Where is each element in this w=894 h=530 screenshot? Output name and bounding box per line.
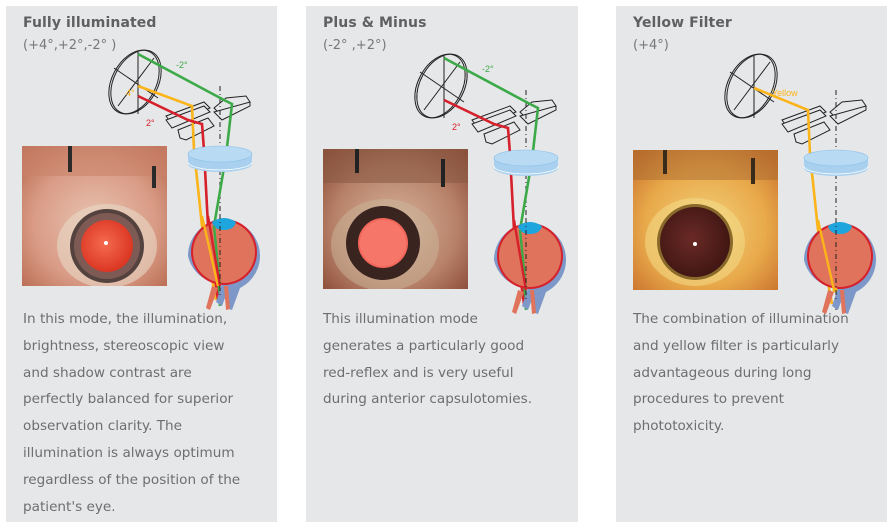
mode-angles: (-2° ,+2°) bbox=[323, 38, 387, 53]
prism-icon bbox=[471, 99, 557, 145]
mode-title: Plus & Minus bbox=[323, 15, 427, 31]
description-line: patient's eye. bbox=[23, 498, 116, 515]
eye-cross-section-icon bbox=[187, 218, 260, 310]
lens-icon bbox=[493, 149, 559, 176]
eye-photo bbox=[323, 149, 468, 289]
eye-photo bbox=[633, 150, 778, 290]
mode-angles: (+4°,+2°,-2° ) bbox=[23, 38, 117, 53]
description-line: and shadow contrast are bbox=[23, 364, 192, 381]
description-line: advantageous during long bbox=[633, 364, 812, 381]
description-line: generates a particularly good bbox=[323, 337, 525, 354]
description-line: In this mode, the illumination, bbox=[23, 311, 228, 327]
mode-card-plus-minus: Plus & Minus (-2° ,+2°) -2° 2° bbox=[306, 6, 578, 522]
label-yellow: 4° bbox=[126, 88, 135, 98]
description-line: red-reflex and is very useful bbox=[323, 364, 514, 381]
mode-description: In this mode, the illumination, brightne… bbox=[23, 306, 275, 520]
eye-cross-section-icon bbox=[493, 222, 566, 314]
description-line: observation clarity. The bbox=[23, 418, 183, 435]
label-red: 2° bbox=[146, 118, 155, 128]
description-line: phototoxicity. bbox=[633, 418, 725, 435]
mode-card-fully-illuminated: Fully illuminated (+4°,+2°,-2° ) bbox=[6, 6, 277, 522]
description-line: illumination is always optimum bbox=[23, 444, 235, 461]
mode-angles: (+4°) bbox=[633, 38, 669, 53]
description-line: procedures to prevent bbox=[633, 391, 784, 408]
prism-icon bbox=[165, 95, 251, 141]
mode-description: The combination of illumination and yell… bbox=[633, 306, 885, 440]
lens-icon bbox=[187, 145, 253, 172]
illumination-diagram: -2° 4° 2° bbox=[96, 46, 276, 310]
eye-photo bbox=[22, 146, 167, 286]
description-line: The combination of illumination bbox=[633, 311, 849, 327]
description-line: during anterior capsulotomies. bbox=[323, 391, 533, 408]
prism-icon bbox=[781, 99, 867, 145]
ray-red-eye bbox=[512, 219, 528, 291]
lens-icon bbox=[803, 149, 869, 176]
ray-yellow-eye bbox=[816, 219, 836, 291]
mode-description: This illumination mode generates a parti… bbox=[323, 306, 575, 413]
ray-red-eye bbox=[206, 215, 222, 287]
description-line: regardless of the position of the bbox=[23, 471, 241, 488]
illumination-diagram: Yellow bbox=[712, 50, 892, 314]
description-line: This illumination mode bbox=[323, 311, 478, 327]
illumination-diagram: -2° 2° bbox=[402, 50, 582, 314]
eye-cross-section-icon bbox=[803, 222, 876, 314]
label-red: 2° bbox=[452, 122, 461, 132]
label-yellow: Yellow bbox=[772, 88, 798, 98]
description-line: brightness, stereoscopic view bbox=[23, 337, 225, 354]
mode-title: Yellow Filter bbox=[633, 15, 732, 31]
mirror-disc-icon bbox=[414, 53, 468, 119]
description-line: and yellow filter is particularly bbox=[633, 337, 839, 354]
mirror-disc-icon bbox=[108, 49, 162, 115]
label-green: -2° bbox=[176, 60, 188, 70]
label-green: -2° bbox=[482, 64, 494, 74]
mirror-disc-icon bbox=[724, 53, 778, 119]
description-line: perfectly balanced for superior bbox=[23, 391, 234, 408]
mode-title: Fully illuminated bbox=[23, 15, 157, 31]
ray-yellow-eye bbox=[200, 215, 220, 287]
mode-card-yellow-filter: Yellow Filter (+4°) Yellow bbox=[616, 6, 887, 522]
